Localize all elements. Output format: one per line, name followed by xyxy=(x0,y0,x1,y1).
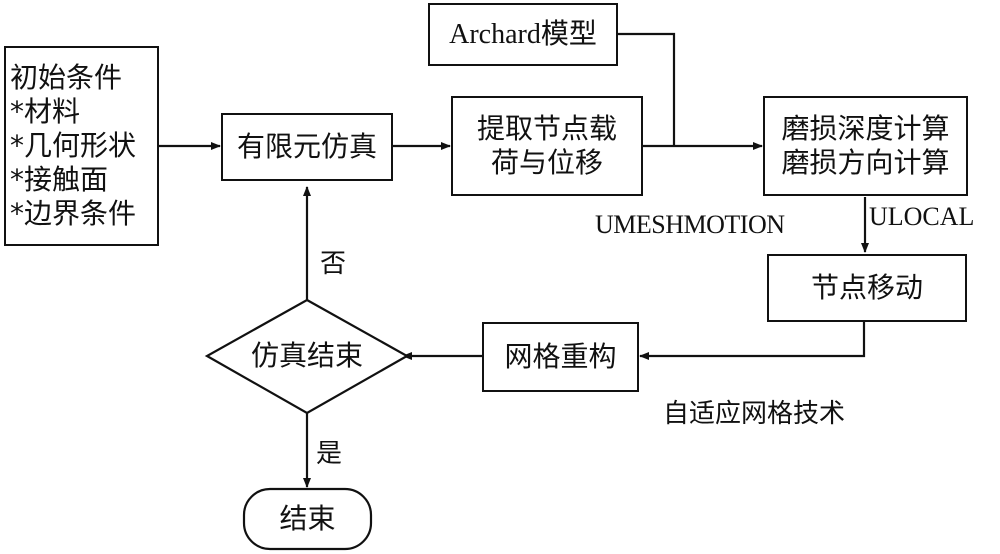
archard-model-box: Archard模型 xyxy=(428,3,618,66)
ulocal-label: ULOCAL xyxy=(869,202,975,231)
line-archard-to-wear xyxy=(617,32,676,146)
node-move-label: 节点移动 xyxy=(810,271,923,304)
end-label: 结束 xyxy=(279,502,336,535)
sim-end-decision-label: 仿真结束 xyxy=(250,339,363,372)
end-terminal-shape xyxy=(242,487,373,551)
node-move-box: 节点移动 xyxy=(767,254,967,322)
wear-calculation-box: 磨损深度计算 磨损方向计算 xyxy=(763,96,968,196)
end-text-wrap: 结束 xyxy=(244,500,371,538)
no-label: 否 xyxy=(320,249,347,279)
extract-node-box: 提取节点载 荷与位移 xyxy=(451,96,643,196)
decision-diamond xyxy=(204,298,410,415)
fem-simulation-box: 有限元仿真 xyxy=(221,113,393,181)
archard-model-label: Archard模型 xyxy=(449,18,597,50)
condition-item-contact: *接触面 xyxy=(10,163,109,196)
wear-depth-calc-label: 磨损深度计算 xyxy=(781,112,950,145)
yes-label: 是 xyxy=(316,439,343,469)
mesh-rebuild-label: 网格重构 xyxy=(504,340,617,373)
extract-node-line1: 提取节点载 xyxy=(476,112,617,145)
adaptive-mesh-label: 自适应网格技术 xyxy=(663,399,846,429)
fem-simulation-label: 有限元仿真 xyxy=(236,130,377,163)
condition-item-material: *材料 xyxy=(10,95,81,128)
wear-direction-calc-label: 磨损方向计算 xyxy=(781,146,950,179)
initial-conditions-box: 初始条件 *材料 *几何形状 *接触面 *边界条件 xyxy=(4,46,159,246)
condition-item-geometry: *几何形状 xyxy=(10,129,137,162)
umeshmotion-label: UMESHMOTION xyxy=(595,210,785,239)
condition-item-boundary: *边界条件 xyxy=(10,197,137,230)
arrow-move-to-mesh xyxy=(639,321,866,360)
initial-conditions-title: 初始条件 xyxy=(10,61,123,94)
mesh-rebuild-box: 网格重构 xyxy=(482,322,639,392)
extract-node-line2: 荷与位移 xyxy=(490,146,603,179)
decision-text-wrap: 仿真结束 xyxy=(227,338,387,374)
